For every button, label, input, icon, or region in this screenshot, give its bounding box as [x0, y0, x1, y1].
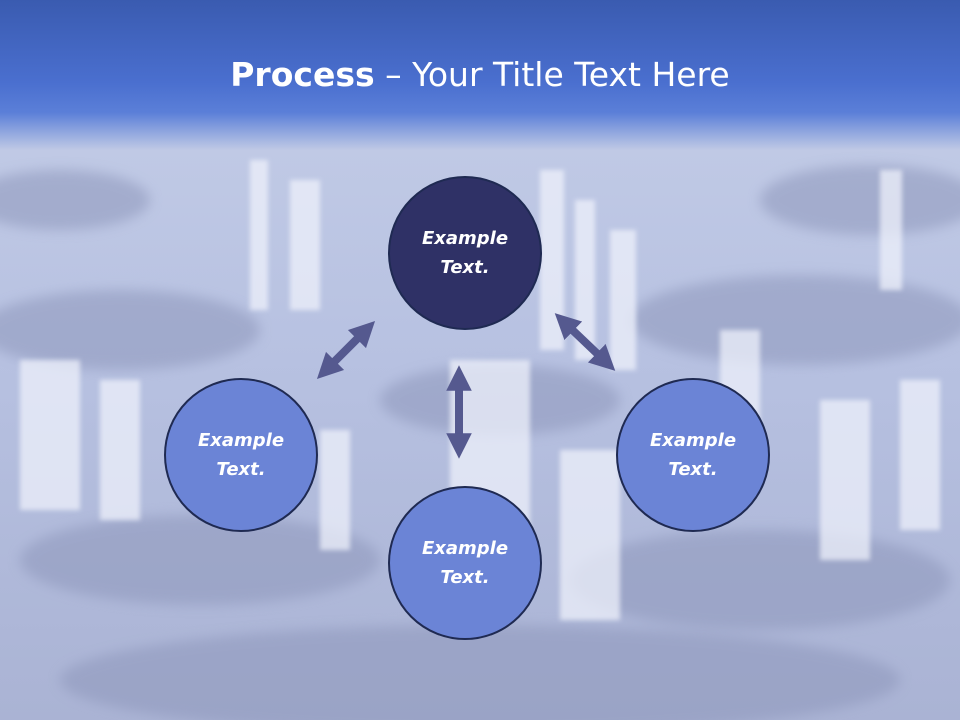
node-text-line1: Example	[421, 228, 509, 249]
node-text-line2: Text.	[668, 459, 718, 480]
arrow-top-left	[316, 320, 376, 380]
slide-title: Process – Your Title Text Here	[0, 52, 960, 98]
node-text-line2: Text.	[440, 567, 490, 588]
node-text-line2: Text.	[440, 257, 490, 278]
node-text-line1: Example	[649, 430, 737, 451]
node-text-line2: Text.	[216, 459, 266, 480]
node-text-line1: Example	[197, 430, 285, 451]
title-rest: Your Title Text Here	[412, 55, 730, 94]
title-band	[0, 0, 960, 150]
node-text-line1: Example	[421, 538, 509, 559]
title-bold: Process	[230, 55, 375, 94]
arrow-top-right	[554, 313, 616, 371]
title-dash: –	[374, 55, 413, 94]
